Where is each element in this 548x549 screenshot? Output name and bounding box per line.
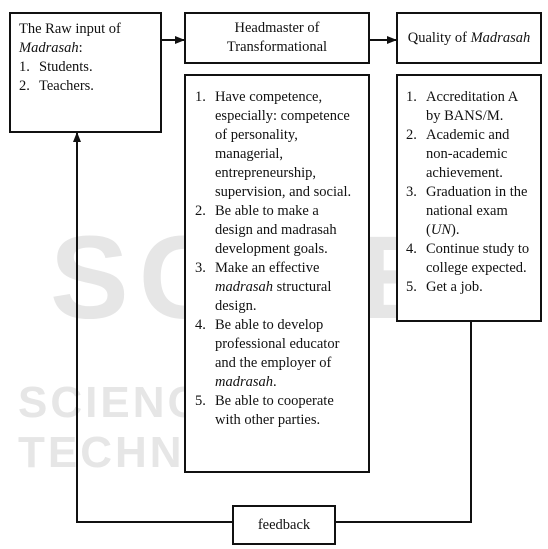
quality-title: Quality of Madrasah — [407, 29, 531, 46]
headmaster-competence-list: 1.Have competence, especially: competenc… — [195, 88, 360, 430]
competence-item: 3.Make an effective madrasah structural … — [195, 260, 332, 314]
raw-input-item: 1.Students. — [19, 59, 93, 75]
raw-input-list: 1.Students. 2.Teachers. — [19, 58, 152, 96]
quality-outcome-list: 1.Accreditation A by BANS/M.2.Academic a… — [406, 88, 534, 297]
competence-item: 1.Have competence, especially: competenc… — [195, 89, 352, 200]
competence-item: 5.Be able to cooperate with other partie… — [195, 393, 334, 428]
feedback-box: feedback — [232, 505, 336, 545]
quality-item: 2.Academic and non-academic achievement. — [406, 127, 510, 181]
raw-input-box: The Raw input of Madrasah: 1.Students. 2… — [9, 12, 162, 133]
feedback-line-right — [336, 322, 472, 523]
raw-input-title: The Raw input of Madrasah: — [19, 21, 121, 56]
raw-input-title-line1: The Raw input of — [19, 21, 121, 37]
quality-title-box: Quality of Madrasah — [396, 12, 542, 64]
quality-outcome-box: 1.Accreditation A by BANS/M.2.Academic a… — [396, 74, 542, 322]
quality-item: 4.Continue study to college expected. — [406, 241, 530, 276]
competence-item: 2.Be able to make a design and madrasah … — [195, 203, 337, 257]
feedback-line-left — [73, 132, 232, 523]
headmaster-title: Headmaster of Transformational — [226, 20, 328, 55]
feedback-label: feedback — [257, 516, 311, 533]
quality-item: 5.Get a job. — [406, 279, 483, 295]
raw-input-item: 2.Teachers. — [19, 78, 94, 94]
raw-input-title-madrasah: Madrasah — [19, 40, 79, 56]
headmaster-competence-box: 1.Have competence, especially: competenc… — [184, 74, 370, 473]
quality-item: 1.Accreditation A by BANS/M. — [406, 89, 518, 124]
headmaster-title-box: Headmaster of Transformational — [184, 12, 370, 64]
competence-item: 4.Be able to develop professional educat… — [195, 317, 340, 390]
quality-item: 3.Graduation in the national exam (UN). — [406, 184, 528, 238]
